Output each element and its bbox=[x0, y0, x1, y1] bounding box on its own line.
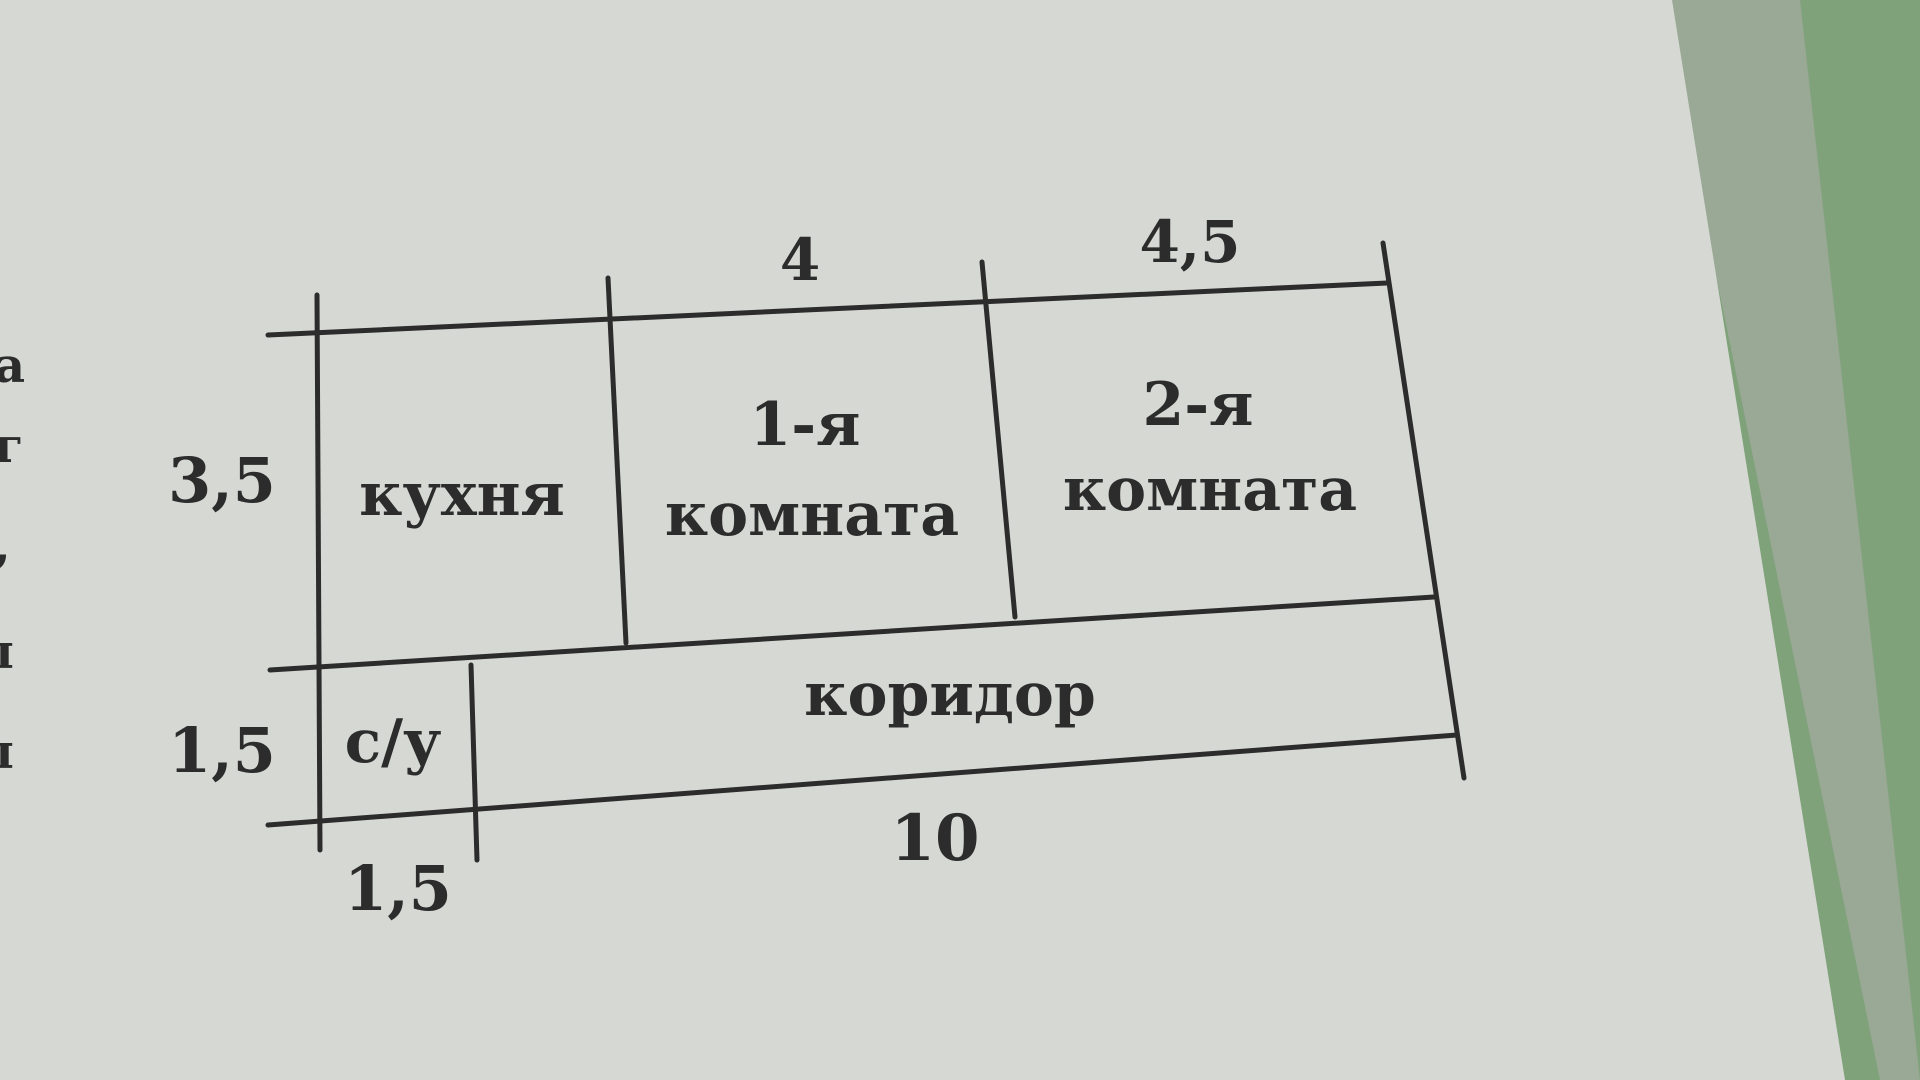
wall-room1-room2 bbox=[979, 259, 1018, 620]
floor-plan-walls bbox=[265, 240, 1467, 863]
top-wall bbox=[265, 280, 1390, 338]
margin-letter: , bbox=[0, 518, 11, 574]
dimension-top-room1: 4 bbox=[780, 226, 820, 294]
room2-label-name: комната bbox=[1063, 455, 1357, 525]
dimension-left-rooms: 3,5 bbox=[168, 444, 276, 517]
margin-letter: л bbox=[0, 724, 14, 780]
dimension-bottom-total: 10 bbox=[890, 801, 979, 876]
wall-bathroom-corridor bbox=[468, 662, 480, 863]
page-shadow-strip bbox=[1660, 0, 1920, 1080]
left-wall bbox=[314, 292, 323, 853]
margin-letter: г bbox=[0, 418, 23, 474]
room-labels: кухня 1-я комната 2-я комната с/у коридо… bbox=[345, 370, 1358, 777]
dimension-bottom-bathroom: 1,5 bbox=[344, 852, 452, 925]
room1-label-name: комната bbox=[665, 480, 959, 550]
margin-text: а г , л л bbox=[0, 338, 25, 780]
right-wall bbox=[1380, 240, 1467, 781]
margin-letter: л bbox=[0, 624, 14, 680]
wall-kitchen-room1 bbox=[605, 275, 629, 646]
margin-letter: а bbox=[0, 338, 25, 394]
dimension-top-room2: 4,5 bbox=[1140, 208, 1241, 276]
room2-label-number: 2-я bbox=[1143, 370, 1254, 440]
room-bathroom-label: с/у bbox=[345, 707, 442, 777]
dimension-left-bottom: 1,5 bbox=[168, 714, 276, 787]
room-kitchen-label: кухня bbox=[359, 460, 565, 530]
dimension-labels: 4 4,5 3,5 1,5 1,5 10 bbox=[168, 208, 1240, 925]
room-corridor-label: коридор bbox=[804, 660, 1096, 730]
room1-label-number: 1-я bbox=[750, 390, 861, 460]
bottom-wall bbox=[265, 732, 1460, 828]
wall-rooms-corridor bbox=[267, 594, 1437, 673]
